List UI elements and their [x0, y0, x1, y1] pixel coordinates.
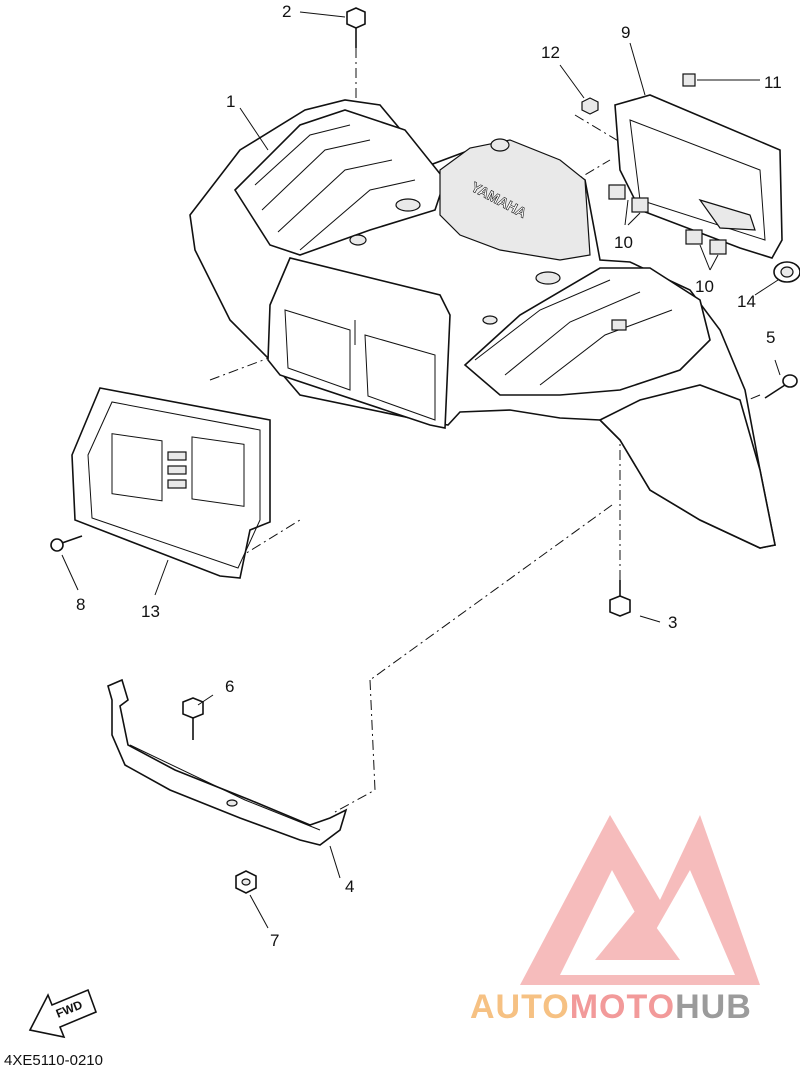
- watermark-brand: AUTOMOTOHUB: [470, 988, 752, 1027]
- screw-8: [50, 535, 83, 552]
- callout-3: 3: [668, 613, 677, 632]
- callout-numbers: 2 1 12 9 11 10 10 14 5 8 13 3 6 4 7: [76, 2, 782, 950]
- clip-11: [682, 73, 696, 87]
- bolt-6: [182, 697, 204, 740]
- watermark-part-auto: AUTO: [470, 988, 570, 1026]
- callout-6: 6: [225, 677, 234, 696]
- callout-12: 12: [541, 43, 560, 62]
- screw-5: [764, 374, 798, 399]
- watermark-logo: [520, 815, 760, 985]
- callout-11: 11: [764, 73, 782, 92]
- bolt-3: [609, 580, 631, 617]
- stay-bracket: [107, 678, 348, 846]
- grommet-14: [773, 261, 800, 283]
- callout-14: 14: [737, 292, 756, 311]
- figure-code: 4XE5110-0210: [4, 1052, 103, 1069]
- callout-9: 9: [621, 23, 630, 42]
- callout-4: 4: [345, 877, 354, 896]
- callout-7: 7: [270, 931, 279, 950]
- bolt-2: [346, 7, 366, 48]
- headlight-bezel: [71, 387, 271, 579]
- callout-8: 8: [76, 595, 85, 614]
- callout-10b: 10: [695, 277, 714, 296]
- headlight-housing: [267, 257, 451, 429]
- damper-blocks: [608, 184, 727, 255]
- callout-5: 5: [766, 328, 775, 347]
- fwd-arrow-icon: FWD: [28, 988, 98, 1039]
- callout-2: 2: [282, 2, 291, 21]
- watermark-part-hub: HUB: [675, 988, 752, 1026]
- rear-reflector-box: [614, 94, 783, 259]
- leader-lines: [61, 11, 781, 929]
- front-fender: YAMAHA: [189, 99, 776, 549]
- callout-10a: 10: [614, 233, 633, 252]
- nut-12: [581, 97, 599, 115]
- watermark-part-moto: MOTO: [569, 988, 676, 1026]
- nut-7: [235, 870, 257, 894]
- callout-1: 1: [226, 92, 235, 111]
- callout-13: 13: [141, 602, 160, 621]
